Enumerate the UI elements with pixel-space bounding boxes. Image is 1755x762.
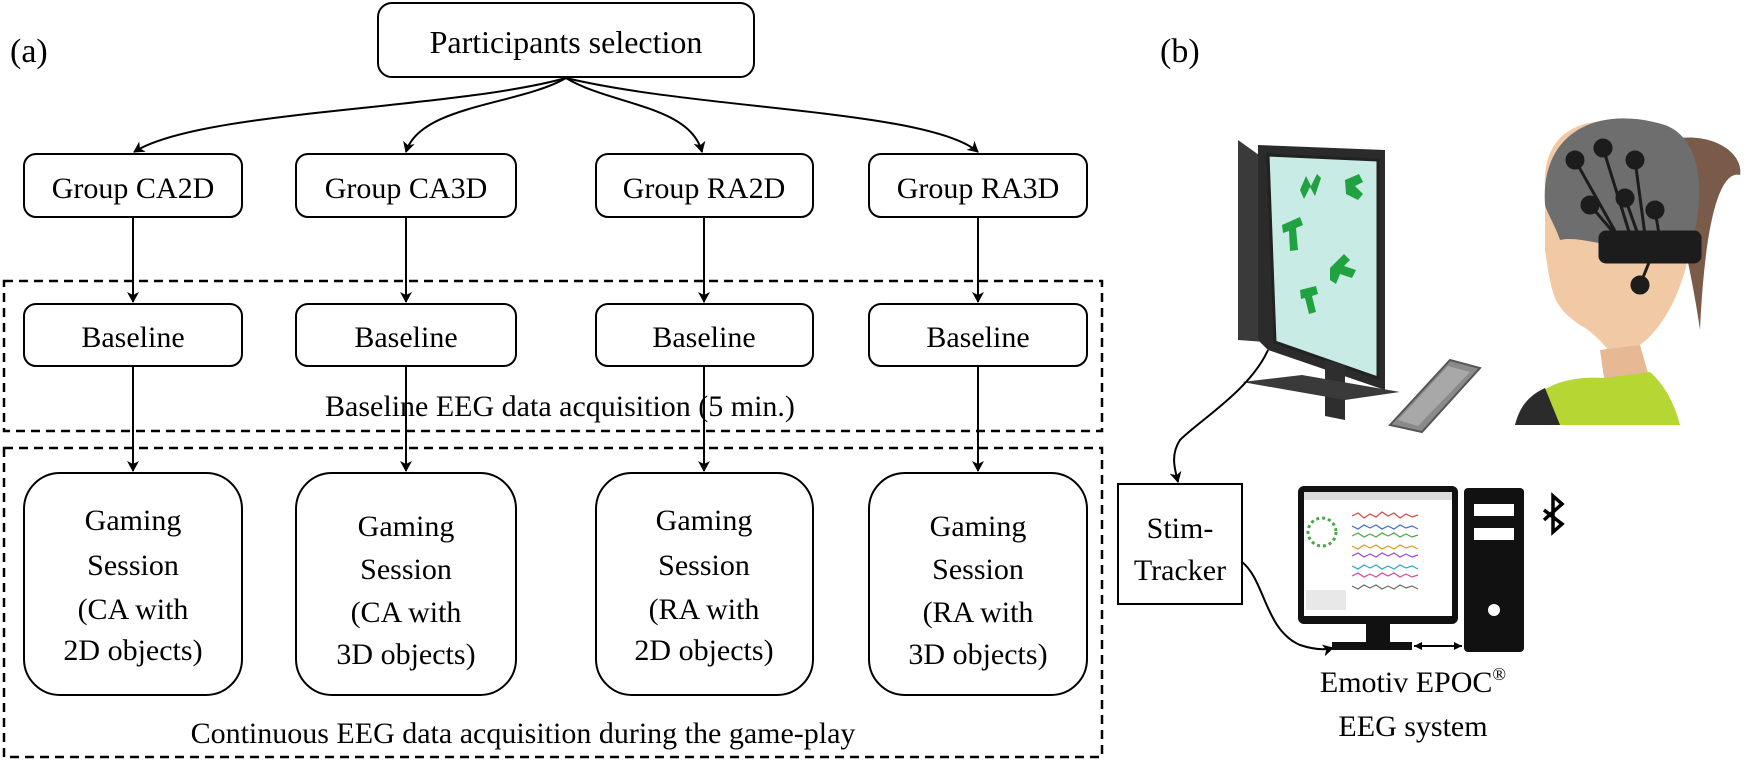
session-line: 2D objects) xyxy=(63,634,202,667)
group-label: Group RA2D xyxy=(623,172,786,205)
pc-connector xyxy=(1414,642,1462,650)
session-node-ca2d: Gaming Session (CA with 2D objects) xyxy=(23,472,243,696)
participants-selection-text: Participants selection xyxy=(430,24,703,60)
stimtracker-cable xyxy=(1241,561,1334,657)
group-node-ra2d: Group RA2D xyxy=(595,153,814,218)
session-line: Gaming xyxy=(358,510,455,543)
session-line: (RA with xyxy=(923,596,1034,629)
registered-mark: ® xyxy=(1492,664,1506,684)
monitor-illustration xyxy=(1238,140,1400,420)
baseline-label: Baseline xyxy=(926,321,1029,354)
session-node-ca3d: Gaming Session (CA with 3D objects) xyxy=(295,472,517,696)
baseline-label: Baseline xyxy=(81,321,184,354)
baseline-label: Baseline xyxy=(652,321,755,354)
session-line: Gaming xyxy=(656,504,753,537)
continuous-region xyxy=(2,446,1104,759)
session-node-ra3d: Gaming Session (RA with 3D objects) xyxy=(868,472,1088,696)
baseline-to-session-arrows xyxy=(127,366,984,472)
session-line: Session xyxy=(87,549,179,582)
session-line: Session xyxy=(932,553,1024,586)
emotiv-caption: Emotiv EPOC® xyxy=(1320,664,1506,699)
stimulus-glyphs xyxy=(1282,174,1363,314)
baseline-node: Baseline xyxy=(23,303,243,367)
baseline-region xyxy=(2,279,1104,433)
session-line: Session xyxy=(658,549,750,582)
session-line: (CA with xyxy=(78,593,189,626)
baseline-label: Baseline xyxy=(354,321,457,354)
group-node-ca2d: Group CA2D xyxy=(23,153,243,218)
stimtracker-node: Stim- Tracker xyxy=(1117,483,1243,605)
group-label: Group RA3D xyxy=(897,172,1060,205)
session-node-ra2d: Gaming Session (RA with 2D objects) xyxy=(595,472,814,696)
group-node-ra3d: Group RA3D xyxy=(868,153,1088,218)
session-line: (CA with xyxy=(351,596,462,629)
continuous-caption: Continuous EEG data acquisition during t… xyxy=(191,717,856,750)
session-line: Session xyxy=(360,553,452,586)
monitor-screen xyxy=(1266,153,1380,381)
panel-a-label: (a) xyxy=(10,33,48,70)
session-line: (RA with xyxy=(649,593,760,626)
group-label: Group CA2D xyxy=(52,172,215,205)
baseline-node: Baseline xyxy=(295,303,517,367)
session-line: Gaming xyxy=(930,510,1027,543)
stimtracker-text: Stim- xyxy=(1147,512,1214,545)
participant-avatar xyxy=(1515,118,1741,425)
panel-b-label: (b) xyxy=(1160,33,1200,70)
monitor-cable xyxy=(1169,349,1269,483)
group-node-ca3d: Group CA3D xyxy=(295,153,517,218)
keyboard-illustration xyxy=(1388,358,1482,434)
session-line: 3D objects) xyxy=(336,638,475,671)
eeg-headset xyxy=(1565,138,1702,295)
emotiv-name: Emotiv EPOC xyxy=(1320,666,1493,699)
eeg-pc-monitor xyxy=(1298,486,1458,650)
session-line: 2D objects) xyxy=(634,634,773,667)
session-line: Gaming xyxy=(85,504,182,537)
pc-tower xyxy=(1464,488,1524,652)
baseline-caption: Baseline EEG data acquisition (5 min.) xyxy=(325,390,795,423)
session-line: 3D objects) xyxy=(908,638,1047,671)
stimtracker-text: Tracker xyxy=(1134,554,1226,587)
group-label: Group CA3D xyxy=(325,172,488,205)
baseline-node: Baseline xyxy=(868,303,1088,367)
selection-arrows xyxy=(133,77,979,153)
group-to-baseline-arrows xyxy=(127,218,984,303)
eeg-system-caption: EEG system xyxy=(1338,710,1487,743)
participants-selection-node: Participants selection xyxy=(377,2,755,78)
bluetooth-icon xyxy=(1542,492,1565,536)
baseline-node: Baseline xyxy=(595,303,814,367)
avatar-shirt xyxy=(1515,372,1680,425)
